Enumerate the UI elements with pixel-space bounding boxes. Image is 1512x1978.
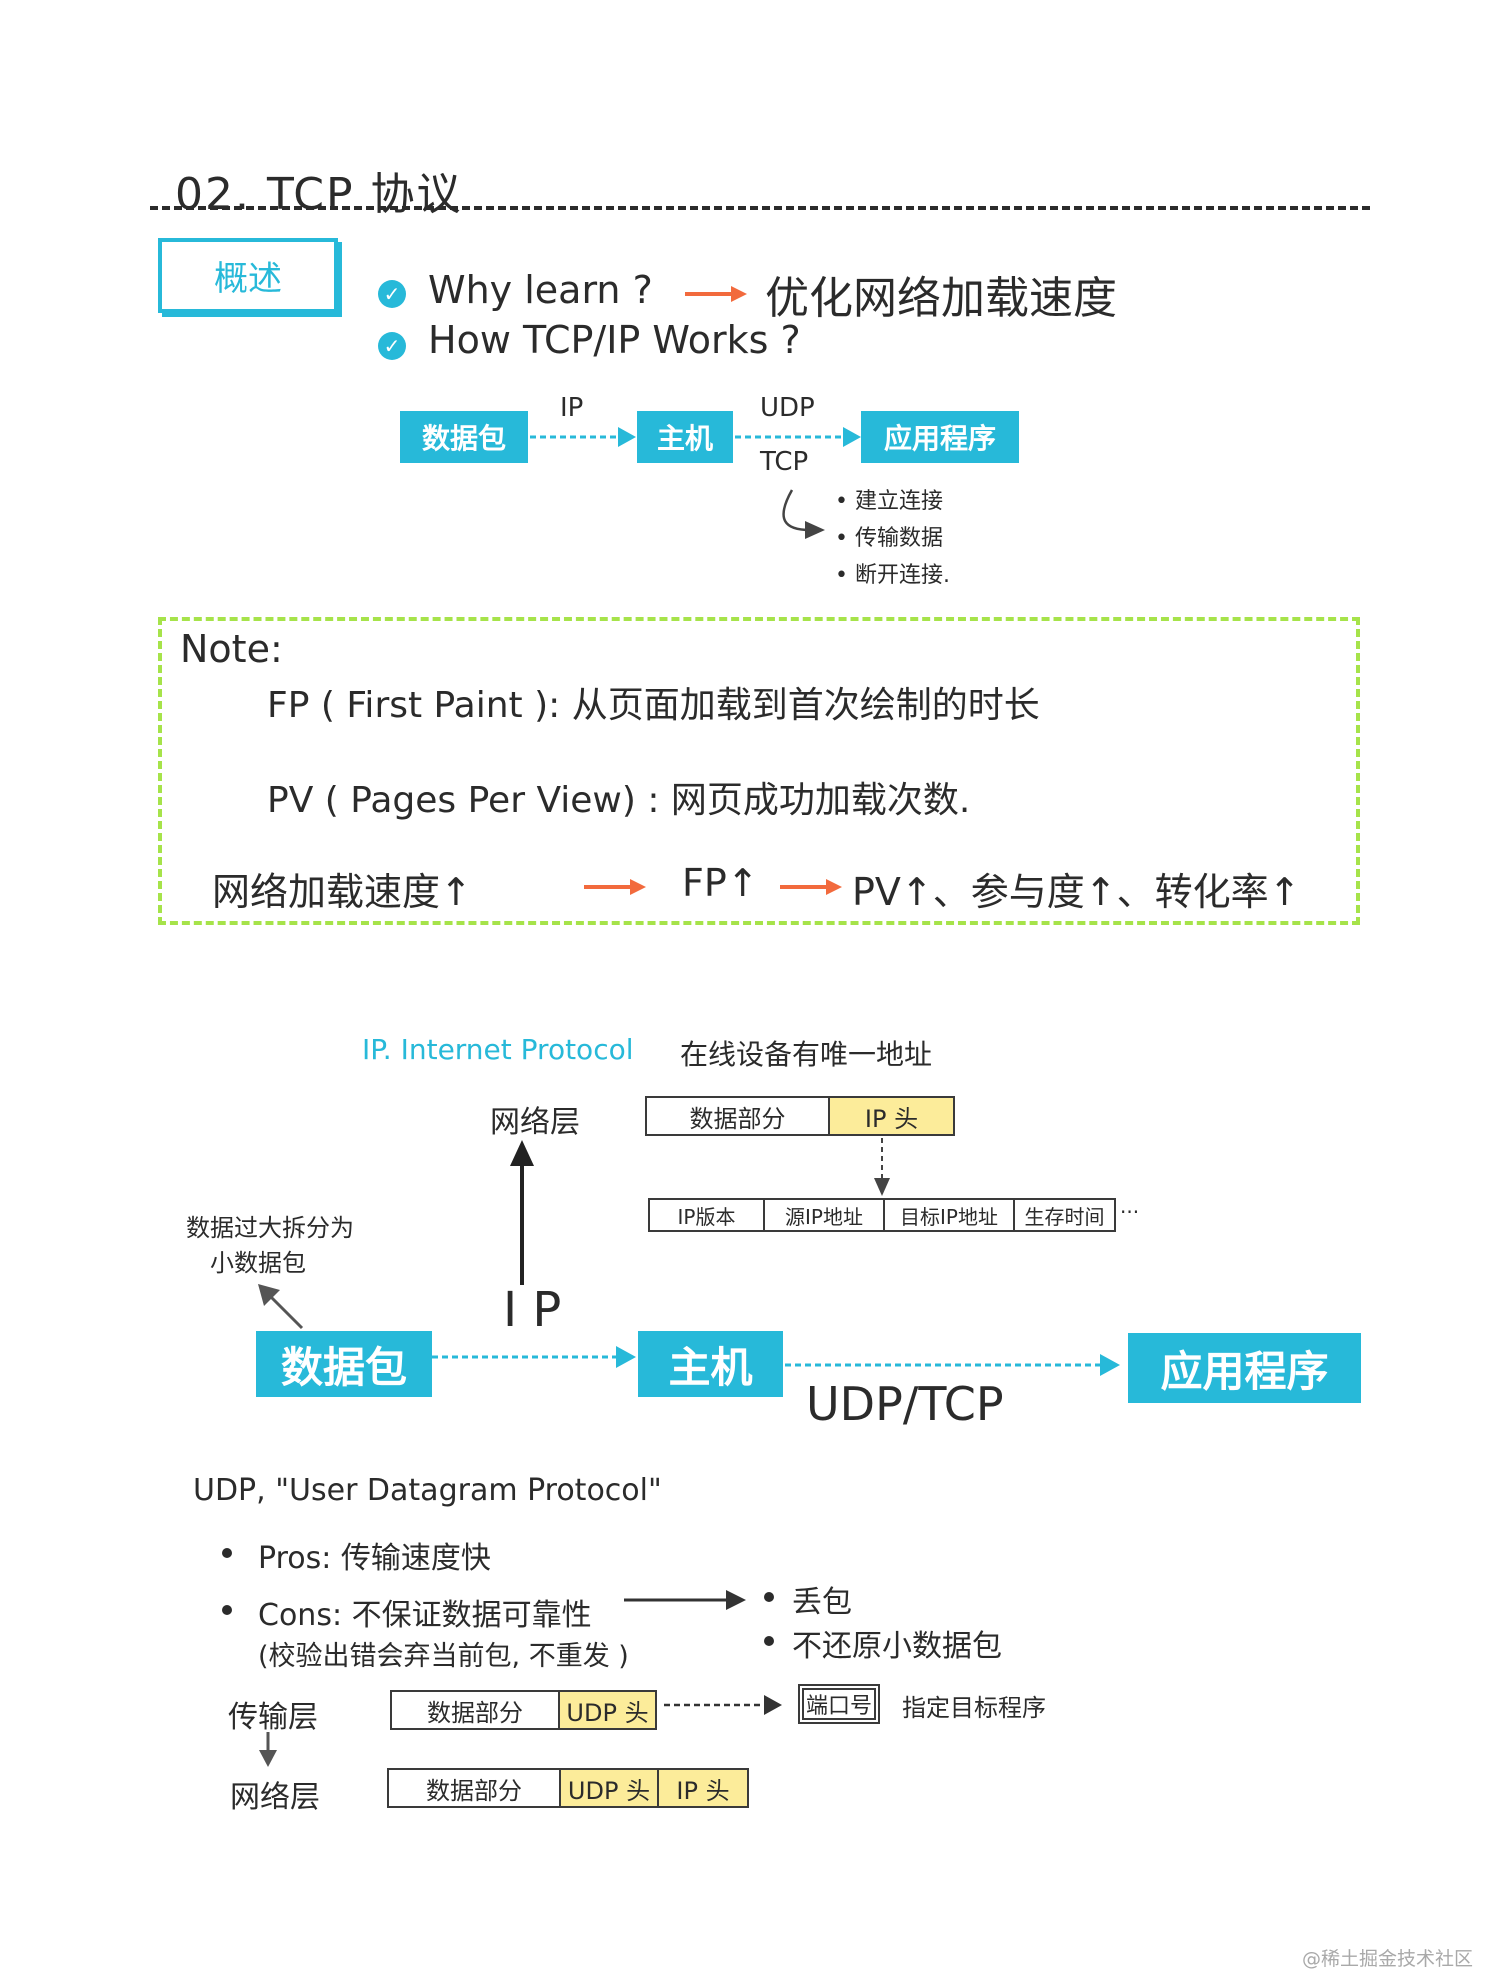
udp-network-bar: 数据部分 UDP 头 IP 头	[387, 1768, 749, 1808]
udp-network-udp-header: UDP 头	[561, 1770, 659, 1806]
port-label: 端口号	[805, 1694, 872, 1719]
ip-field-source: 源IP地址	[765, 1200, 885, 1230]
check-icon: ✓	[378, 280, 406, 308]
packet-box-large: 数据包	[256, 1331, 432, 1397]
tcp-step-3: • 断开连接.	[835, 563, 950, 588]
port-description: 指定目标程序	[902, 1694, 1046, 1722]
udp-network-ip-header: IP 头	[659, 1770, 747, 1806]
ip-definition-cn: 在线设备有唯一地址	[680, 1038, 933, 1071]
ip-label-small: IP	[560, 393, 584, 423]
port-box: 端口号	[798, 1684, 880, 1724]
host-box-small: 主机	[637, 411, 733, 463]
orange-arrow-icon	[685, 284, 747, 308]
bullet-icon	[764, 1592, 774, 1602]
ip-field-version: IP版本	[650, 1200, 765, 1230]
udp-network-data: 数据部分	[389, 1770, 561, 1806]
udp-transport-header: UDP 头	[560, 1692, 655, 1728]
network-layer-label: 网络层	[490, 1105, 580, 1140]
bullet-icon	[222, 1548, 232, 1558]
tcp-step-1: • 建立连接	[835, 489, 943, 514]
split-note-line1: 数据过大拆分为	[186, 1214, 354, 1242]
optimize-text: 优化网络加载速度	[765, 273, 1117, 324]
udp-heading: UDP, "User Datagram Protocol"	[193, 1473, 662, 1508]
note-chain-a: 网络加载速度↑	[212, 870, 472, 914]
small-flow-arrows	[530, 427, 861, 539]
note-heading: Note:	[180, 627, 283, 671]
note-box: Note: FP ( First Paint ): 从页面加载到首次绘制的时长 …	[158, 617, 1360, 925]
ip-fields-ellipsis: ···	[1120, 1200, 1140, 1224]
udp-result-loss: 丢包	[792, 1585, 852, 1620]
udp-transport-bar: 数据部分 UDP 头	[390, 1690, 657, 1730]
app-box-small: 应用程序	[861, 411, 1019, 463]
udp-label-small: UDP	[760, 393, 815, 423]
check-icon: ✓	[378, 332, 406, 360]
tcp-label-small: TCP	[760, 447, 809, 477]
udp-transport-data: 数据部分	[392, 1692, 560, 1728]
note-chain-c: PV↑、参与度↑、转化率↑	[852, 870, 1301, 914]
host-box-large: 主机	[638, 1331, 783, 1397]
ip-field-ttl: 生存时间	[1024, 1204, 1105, 1229]
app-box-large: 应用程序	[1128, 1333, 1361, 1403]
packet-box-small: 数据包	[400, 411, 528, 463]
ip-packet-bar: 数据部分 IP 头	[645, 1096, 955, 1136]
udp-tcp-label: UDP/TCP	[806, 1377, 1004, 1431]
note-fp-line: FP ( First Paint ): 从页面加载到首次绘制的时长	[267, 685, 1040, 726]
overview-tag-label: 概述	[214, 259, 282, 299]
ip-field-dest: 目标IP地址	[885, 1200, 1015, 1230]
split-note-line2: 小数据包	[210, 1249, 306, 1277]
note-pv-line: PV ( Pages Per View) : 网页成功加载次数.	[267, 780, 971, 821]
ip-packet-data: 数据部分	[647, 1098, 830, 1134]
how-tcpip-text: How TCP/IP Works ?	[428, 318, 801, 362]
why-learn-text: Why learn ?	[428, 268, 653, 312]
overview-tag: 概述	[158, 238, 338, 313]
udp-pros: Pros: 传输速度快	[258, 1541, 491, 1576]
transport-layer-label: 传输层	[228, 1700, 318, 1735]
ip-big-label: I P	[503, 1282, 562, 1338]
ip-section-arrows	[258, 1138, 1120, 1376]
title-divider	[150, 206, 1370, 210]
watermark: @稀土掘金技术社区	[1302, 1948, 1474, 1970]
udp-section-arrows	[259, 1590, 782, 1767]
bullet-icon	[764, 1636, 774, 1646]
udp-result-no-reassembly: 不还原小数据包	[792, 1629, 1002, 1664]
udp-network-layer-label: 网络层	[230, 1780, 320, 1815]
ip-definition-en: IP. Internet Protocol	[362, 1033, 634, 1066]
ip-packet-header: IP 头	[830, 1098, 953, 1134]
orange-arrow-icon	[780, 877, 842, 901]
udp-cons-detail: (校验出错会弃当前包, 不重发 )	[258, 1641, 629, 1672]
page-title: 02. TCP 协议	[175, 169, 463, 220]
tcp-step-2: • 传输数据	[835, 526, 943, 551]
note-chain-b: FP↑	[682, 861, 759, 905]
ip-header-fields-bar: IP版本 源IP地址 目标IP地址 生存时间	[648, 1198, 1116, 1232]
bullet-icon	[222, 1605, 232, 1615]
udp-cons: Cons: 不保证数据可靠性	[258, 1598, 592, 1633]
orange-arrow-icon	[584, 877, 646, 901]
